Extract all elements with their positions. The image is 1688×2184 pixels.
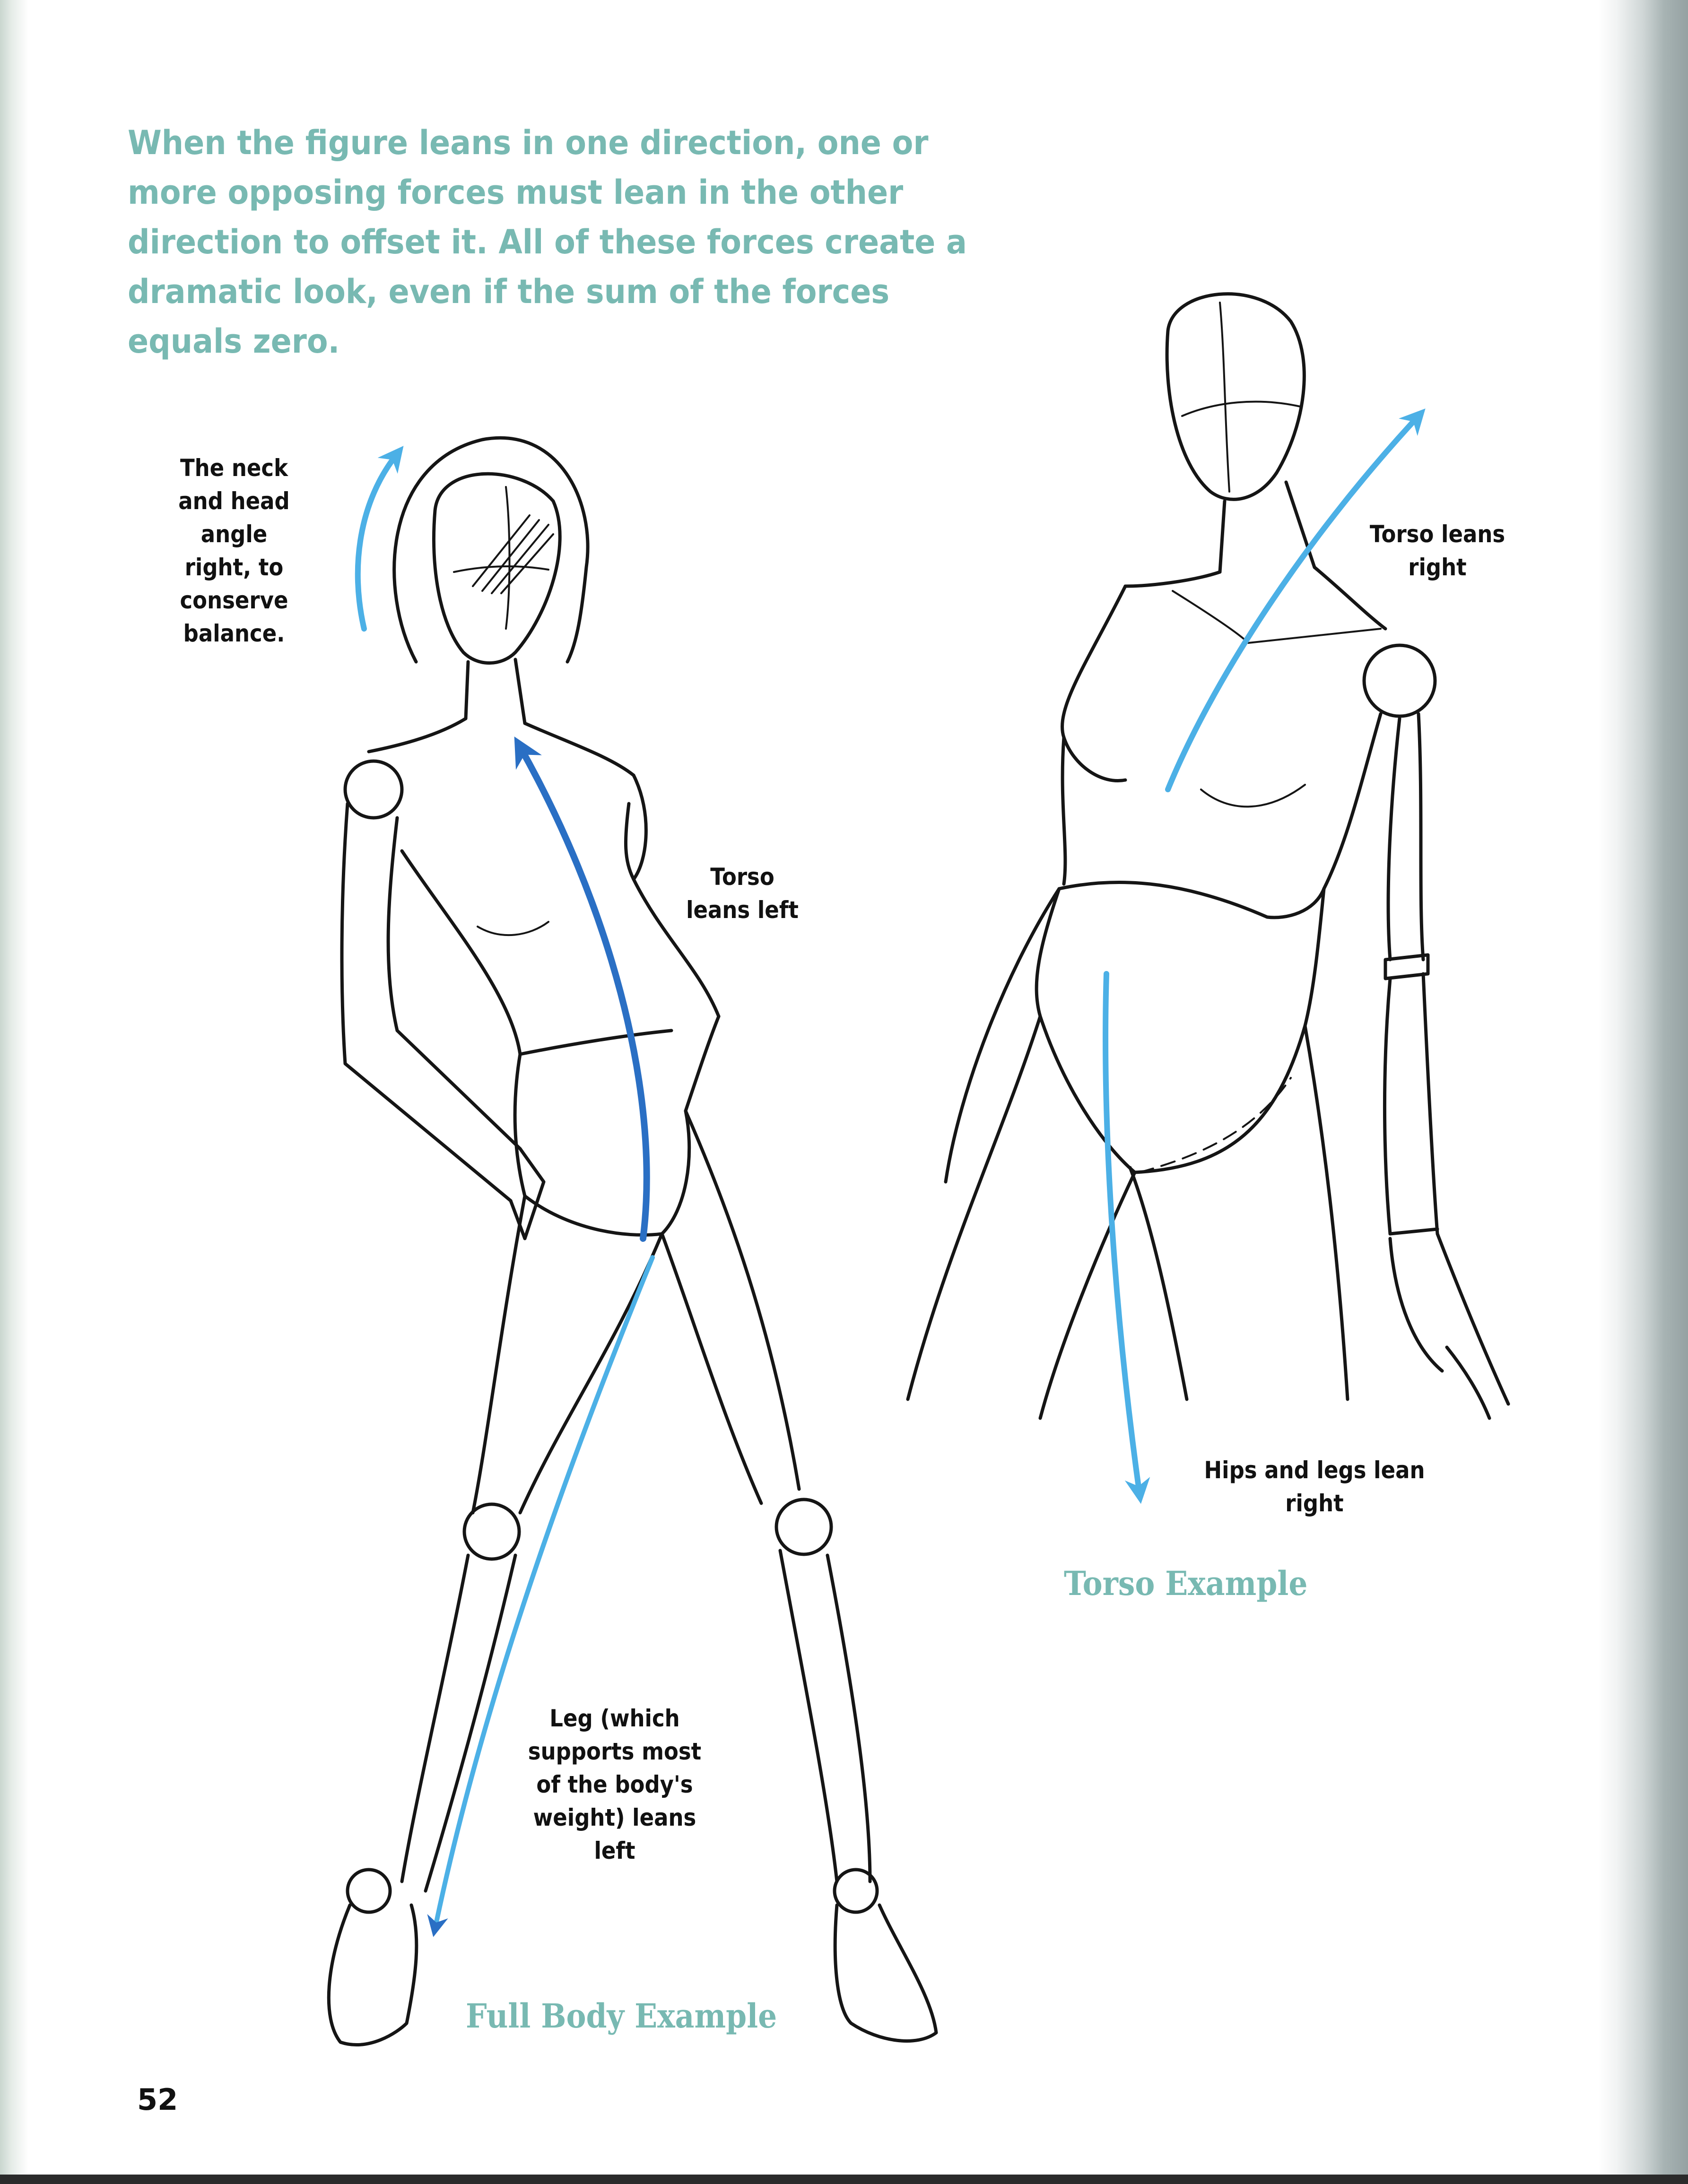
full-body-figure — [327, 436, 938, 2046]
page-number: 52 — [137, 2082, 178, 2117]
torso-example-caption: Torso Example — [1064, 1564, 1308, 1603]
torso-figure — [906, 292, 1510, 1504]
page-edge-shadow — [1598, 0, 1688, 2184]
page-gutter-shadow — [0, 0, 28, 2184]
full-body-torso-label: Torso leans left — [686, 863, 799, 924]
full-body-example-caption: Full Body Example — [466, 1996, 777, 2036]
hips-legs-label: Hips and legs lean right — [1204, 1456, 1425, 1517]
intro-paragraph: When the figure leans in one direction, … — [128, 123, 967, 361]
neck-head-label: The neck and head angle right, to conser… — [178, 454, 290, 647]
torso-example-torso-label: Torso leans right — [1369, 520, 1505, 581]
scan-bottom-edge — [0, 2175, 1688, 2184]
leg-label: Leg (which supports most of the body's w… — [528, 1705, 702, 1864]
